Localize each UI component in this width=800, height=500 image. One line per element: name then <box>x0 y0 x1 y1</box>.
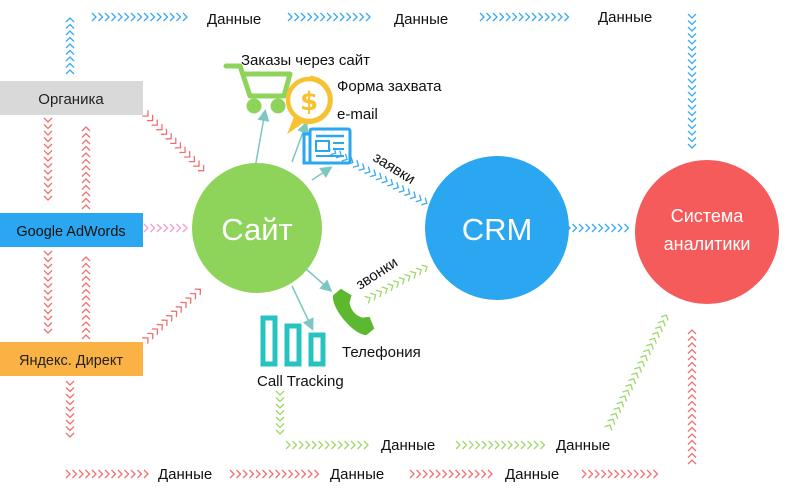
flow-bottom-seg-2-chevrons <box>229 469 320 479</box>
source-direct: Яндекс. Директ <box>0 342 143 376</box>
flow-bottom-seg-4-chevrons <box>581 469 659 479</box>
flow-left-col-b-2 <box>81 256 91 340</box>
flow-top-seg-1 <box>91 12 188 22</box>
node-site-label: Сайт <box>221 212 293 247</box>
source-organic: Органика <box>0 81 143 115</box>
label-email: e-mail <box>337 106 378 123</box>
label-telephony: Телефония <box>342 344 421 361</box>
label-data-mid-2: Данные <box>556 437 610 454</box>
flow-bottom-seg-1 <box>65 469 149 479</box>
flow-bottom-seg-2 <box>229 469 320 479</box>
flow-crm-to-analytics-chevrons <box>565 223 630 233</box>
flow-bottom-seg-1-chevrons <box>65 469 149 479</box>
flow-bottom-seg-4 <box>581 469 659 479</box>
flow-left-bottom-vertical <box>65 380 75 438</box>
flow-calls <box>364 264 428 304</box>
flow-left-col-b-1-chevrons <box>81 126 91 210</box>
flow-calls-chevrons <box>364 264 428 304</box>
node-analytics: Система аналитики <box>635 160 779 304</box>
flow-adwords-to-site-chevrons <box>143 223 188 233</box>
flow-green-diagonal <box>604 314 669 431</box>
connector-capture <box>291 121 309 163</box>
label-orders: Заказы через сайт <box>241 52 370 69</box>
node-analytics-line1: Система <box>671 206 744 226</box>
flow-crm-to-analytics <box>565 223 630 233</box>
label-calls: звонки <box>353 254 401 293</box>
source-organic-box <box>0 81 143 115</box>
flow-top-seg-2 <box>287 12 371 22</box>
svg-text:$: $ <box>300 87 318 117</box>
label-call-tracking: Call Tracking <box>257 373 344 390</box>
flow-adwords-to-site <box>143 223 188 233</box>
label-capture: Форма захвата <box>337 78 442 95</box>
flow-direct-to-site-chevrons <box>142 288 202 344</box>
flow-top-seg-3-chevrons <box>479 12 570 22</box>
node-analytics-line2: аналитики <box>664 234 751 254</box>
label-data-top-3: Данные <box>598 9 652 26</box>
source-adwords-label: Google AdWords <box>16 224 125 240</box>
node-crm-circle <box>425 156 569 300</box>
flow-left-col-a-2 <box>43 250 53 334</box>
flow-top-seg-1-chevrons <box>91 12 188 22</box>
call-tracking-bars-icon <box>260 315 326 367</box>
node-site-circle <box>192 163 322 293</box>
node-crm-label: CRM <box>462 212 533 247</box>
label-data-top-1: Данные <box>207 11 261 28</box>
source-adwords-box <box>0 213 143 247</box>
connector-telephony <box>304 267 333 292</box>
flow-green-seg-1 <box>285 440 369 450</box>
flow-top-right-vertical-chevrons <box>687 13 697 149</box>
flow-bottom-right-vertical <box>687 329 697 465</box>
label-data-mid-1: Данные <box>381 437 435 454</box>
label-data-bottom-3: Данные <box>505 466 559 483</box>
flow-left-col-a-1-chevrons <box>43 117 53 201</box>
flow-top-right-vertical <box>687 13 697 149</box>
label-data-bottom-2: Данные <box>330 466 384 483</box>
flow-bottom-seg-3-chevrons <box>409 469 493 479</box>
node-crm: CRM <box>425 156 569 300</box>
phone-handset-icon <box>333 288 375 336</box>
site-connectors <box>254 109 333 331</box>
source-organic-label: Органика <box>38 91 104 108</box>
flow-green-seg-1-chevrons <box>285 440 369 450</box>
flow-top-seg-2-chevrons <box>287 12 371 22</box>
label-requests: заявки <box>370 149 418 188</box>
node-site: Сайт <box>192 163 322 293</box>
flow-organic-to-site-chevrons <box>142 110 205 172</box>
flow-left-col-b-2-chevrons <box>81 256 91 340</box>
shopping-cart-icon <box>223 63 293 114</box>
flow-direct-to-site <box>142 288 202 344</box>
dollar-bubble-icon: $ <box>285 75 333 135</box>
flow-green-vertical <box>275 390 285 435</box>
newspaper-icon <box>302 127 352 165</box>
flow-green-seg-2 <box>455 440 546 450</box>
connector-orders <box>254 109 270 169</box>
flow-left-col-a-2-chevrons <box>43 250 53 334</box>
label-data-top-2: Данные <box>394 11 448 28</box>
node-analytics-circle <box>635 160 779 304</box>
flow-green-seg-2-chevrons <box>455 440 546 450</box>
flow-left-bottom-vertical-chevrons <box>65 380 75 438</box>
source-direct-label: Яндекс. Директ <box>19 353 123 369</box>
flow-organic-to-site <box>142 110 205 172</box>
flow-green-diagonal-chevrons <box>604 314 669 431</box>
label-data-bottom-1: Данные <box>158 466 212 483</box>
connector-call-tracking <box>291 285 314 331</box>
flow-green-vertical-chevrons <box>275 390 285 435</box>
flow-top-left-vertical-chevrons <box>65 17 75 75</box>
flow-left-col-a-1 <box>43 117 53 201</box>
flow-top-seg-3 <box>479 12 570 22</box>
flow-left-col-b-1 <box>81 126 91 210</box>
source-direct-box <box>0 342 143 376</box>
connector-email <box>311 166 333 181</box>
source-adwords: Google AdWords <box>0 213 143 247</box>
flow-bottom-seg-3 <box>409 469 493 479</box>
flow-bottom-right-vertical-chevrons <box>687 329 697 465</box>
flow-top-left-vertical <box>65 17 75 75</box>
